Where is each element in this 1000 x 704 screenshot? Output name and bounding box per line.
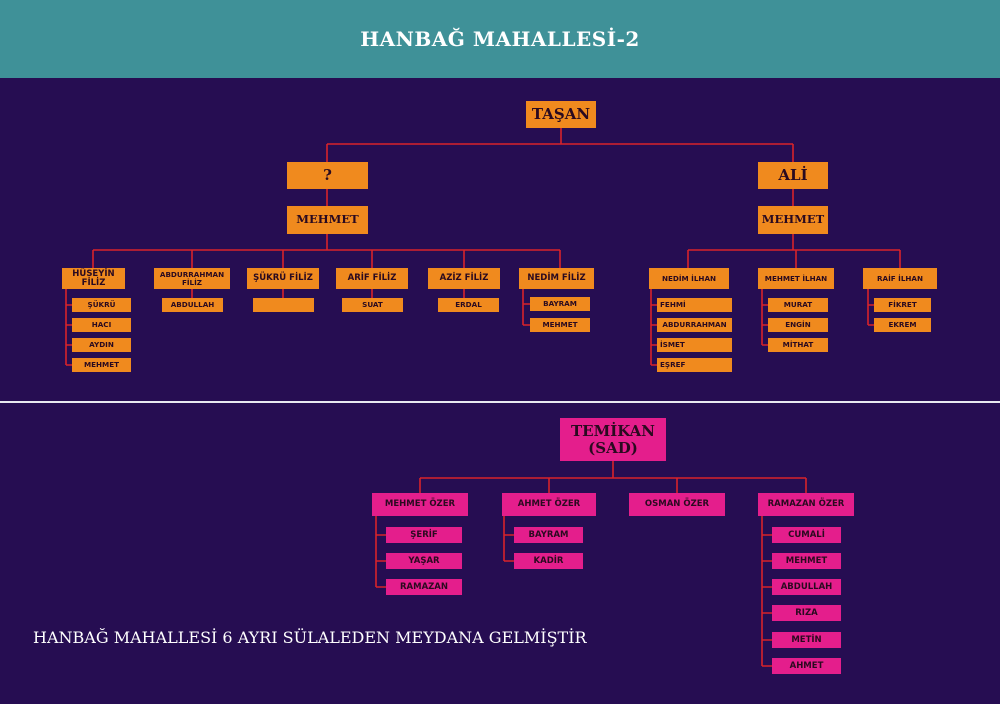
node-metin: METİN (772, 632, 841, 648)
header-bar: HANBAĞ MAHALLESİ-2 (0, 0, 1000, 78)
node-ali: ALİ (758, 162, 828, 189)
connector-left-drops (92, 250, 561, 268)
node-ahmet-ozer: AHMET ÖZER (502, 493, 596, 516)
node-cumali: CUMALİ (772, 527, 841, 543)
node-yasar: YAŞAR (386, 553, 462, 569)
node-fehmi: FEHMİ (657, 298, 732, 312)
connector-ahmet-ozer-kids (503, 516, 514, 562)
node-ismet: İSMET (657, 338, 732, 352)
node-mehmet-ilhan: MEHMET İLHAN (758, 268, 834, 289)
connector-mehmet-ilhan-kids (761, 289, 768, 346)
node-aydin: AYDIN (72, 338, 131, 352)
connector-nedim-ilhan-kids (650, 289, 657, 366)
node-aziz-filiz: AZİZ FİLİZ (428, 268, 500, 289)
connector-raif-ilhan-kids (867, 289, 874, 326)
node-kadir: KADİR (514, 553, 583, 569)
node-mithat: MİTHAT (768, 338, 828, 352)
connector-nedim-kids (522, 289, 530, 326)
node-ramazan-ozer: RAMAZAN ÖZER (758, 493, 854, 516)
node-ramazan: RAMAZAN (386, 579, 462, 595)
node-raif-ilhan: RAİF İLHAN (863, 268, 937, 289)
node-riza: RIZA (772, 605, 841, 621)
node-tasan: TAŞAN (526, 101, 596, 128)
page-title: HANBAĞ MAHALLESİ-2 (360, 27, 640, 51)
node-serif: ŞERİF (386, 527, 462, 543)
section-divider (0, 401, 1000, 403)
node-suat: SUAT (342, 298, 403, 312)
node-nedim-filiz: NEDİM FİLİZ (519, 268, 594, 289)
connector-mehmet-ozer-kids (375, 516, 386, 588)
node-huseyin-filiz: HÜSEYİN FİLİZ (62, 268, 125, 289)
node-abdurrahman-ilhan: ABDURRAHMAN (657, 318, 732, 332)
node-murat: MURAT (768, 298, 828, 312)
node-mehmet-ozer-child: MEHMET (772, 553, 841, 569)
node-engin: ENGİN (768, 318, 828, 332)
node-ahmet: AHMET (772, 658, 841, 674)
connector-ramazan-ozer-kids (761, 516, 772, 667)
node-abdurrahman-filiz: ABDURRAHMAN FİLİZ (154, 268, 230, 289)
node-abdullah-filiz: ABDULLAH (162, 298, 223, 312)
node-ekrem: EKREM (874, 318, 931, 332)
node-unknown-parent: ? (287, 162, 368, 189)
node-sukru-filiz-child (253, 298, 314, 312)
node-mehmet-huseyin: MEHMET (72, 358, 131, 372)
node-sukru-filiz: ŞÜKRÜ FİLİZ (247, 268, 319, 289)
node-abdurrahman-filiz-label: ABDURRAHMAN FİLİZ (159, 269, 225, 287)
node-huseyin-filiz-label: HÜSEYİN FİLİZ (72, 268, 115, 288)
footer-note: HANBAĞ MAHALLESİ 6 AYRI SÜLALEDEN MEYDAN… (33, 628, 587, 647)
node-osman-ozer: OSMAN ÖZER (629, 493, 725, 516)
node-bayram-ozer: BAYRAM (514, 527, 583, 543)
connector-huseyin-kids (65, 289, 72, 366)
node-temikan: TEMİKAN (SAD) (560, 418, 666, 461)
node-left-mehmet: MEHMET (287, 206, 368, 234)
connector-temikan-drops (419, 478, 807, 493)
node-mehmet-ozer: MEHMET ÖZER (372, 493, 468, 516)
connector-right-drops (687, 250, 901, 268)
node-haci: HACI (72, 318, 131, 332)
node-abdullah-ozer: ABDULLAH (772, 579, 841, 595)
node-sukru: ŞÜKRÜ (72, 298, 131, 312)
node-nedim-ilhan: NEDİM İLHAN (649, 268, 729, 289)
node-mehmet-nedim: MEHMET (530, 318, 590, 332)
node-right-mehmet: MEHMET (758, 206, 828, 234)
node-bayram-nedim: BAYRAM (530, 297, 590, 311)
node-esref: EŞREF (657, 358, 732, 372)
node-fikret: FİKRET (874, 298, 931, 312)
node-erdal: ERDAL (438, 298, 499, 312)
node-arif-filiz: ARİF FİLİZ (336, 268, 408, 289)
